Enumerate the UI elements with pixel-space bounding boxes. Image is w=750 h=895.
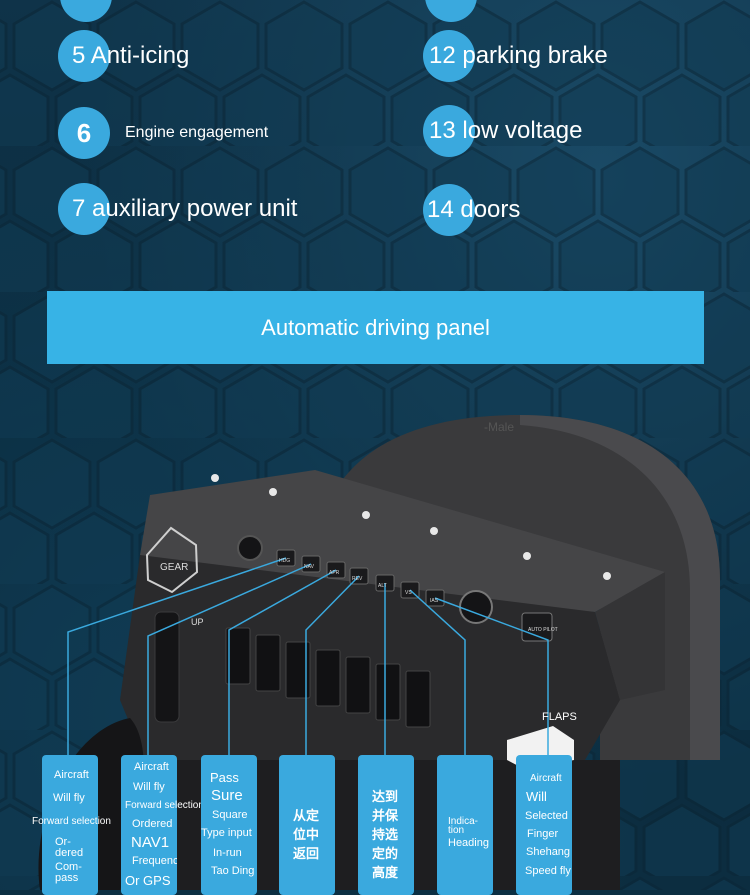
callout-text: 并保 — [372, 808, 399, 823]
callout-text: 从定 — [293, 808, 320, 823]
callout-alt: 达到 并保 持选 定的 高度 — [358, 755, 414, 895]
callout-text: Pass — [210, 770, 239, 785]
flaps-label: FLAPS — [542, 711, 577, 723]
feature-label: 7 auxiliary power unit — [72, 195, 298, 222]
callout-apr: Pass Sure Square Type input In-run Tao D… — [201, 755, 257, 895]
feature-number-circle: 6 — [58, 107, 110, 159]
callout-text: Indica- — [448, 816, 479, 827]
callout-text: Will fly — [53, 792, 85, 804]
feature-item-doors: 14 doors — [423, 184, 520, 236]
feature-number-circle — [60, 0, 112, 22]
feature-number-circle — [58, 183, 110, 235]
ias-button-label: IAS — [430, 598, 439, 604]
callout-text: Ordered — [132, 818, 173, 830]
callout-text: 定的 — [372, 846, 399, 861]
callout-nav: Aircraft Will fly Ordered NAV1 Frequency… — [121, 755, 177, 895]
callout-rev: 从定 位中 返回 — [279, 755, 335, 895]
brand-tag: -Male — [484, 420, 515, 434]
rev-button-label: REV — [352, 576, 363, 582]
feature-number-circle — [423, 30, 475, 82]
callout-text: 位中 — [293, 827, 320, 842]
apr-button-label: APR — [329, 570, 340, 576]
feature-label: 14 doors — [427, 196, 521, 223]
callout-text: Aircraft — [54, 769, 89, 781]
callout-text: Or- — [55, 836, 71, 848]
callout-text: 达到 — [372, 789, 399, 804]
callout-overflow-text: Forward selection — [125, 800, 204, 811]
nav-button-label: NAV — [304, 564, 315, 570]
section-banner: Automatic driving panel — [47, 291, 704, 364]
callout-text: Shehang — [526, 846, 571, 858]
feature-label: 13 low voltage — [429, 117, 583, 144]
feature-label: 12 parking brake — [429, 42, 608, 69]
autopilot-button-label: AUTO PILOT — [528, 627, 558, 633]
callout-text: tion — [448, 825, 465, 836]
callout-text: Com- — [55, 861, 82, 873]
callout-text: dered — [55, 847, 84, 859]
feature-item-apu: 7 auxiliary power unit — [58, 183, 297, 235]
callout-text: Aircraft — [134, 761, 169, 773]
feature-item-engine-engagement: 6 Engine engagement — [58, 107, 268, 159]
callout-ias: Aircraft Will Selected Finger Shehang Sp… — [516, 755, 572, 895]
callout-text: Sure — [211, 787, 243, 804]
callout-text: Frequency — [132, 855, 177, 867]
up-label: UP — [191, 617, 204, 627]
callout-text: Speed fly — [525, 865, 571, 877]
callout-text: Type input — [201, 827, 252, 839]
callout-text: Finger — [527, 828, 559, 840]
callout-text: Square — [212, 809, 248, 821]
callout-text: In-run — [213, 847, 242, 859]
gear-label: GEAR — [160, 562, 188, 573]
callout-text: pass — [55, 872, 79, 884]
callout-text: 持选 — [372, 827, 399, 842]
callout-vs: Indica- tion Heading — [437, 755, 493, 895]
hdg-button-label: HDG — [279, 558, 290, 564]
feature-number-circle — [425, 0, 477, 22]
feature-item-low-voltage: 13 low voltage — [423, 105, 582, 157]
callout-overflow-text: Forward selection — [32, 816, 111, 827]
feature-label: Engine engagement — [125, 124, 269, 141]
feature-label: 5 Anti-icing — [72, 42, 190, 69]
feature-number-circle — [423, 184, 475, 236]
callout-hdg: Aircraft Will fly Or- dered Com- pass — [42, 755, 98, 895]
callout-text: Tao Ding — [211, 865, 255, 877]
callout-text: 高度 — [372, 865, 399, 880]
callout-text: Aircraft — [530, 773, 562, 784]
callout-text: Selected — [525, 810, 568, 822]
alt-button-label: ALT — [378, 583, 387, 589]
feature-number-circle — [423, 105, 475, 157]
callout-text: Or GPS — [125, 873, 171, 888]
callout-text: Will — [526, 789, 547, 804]
callout-text: Heading — [448, 837, 489, 849]
banner-title: Automatic driving panel — [261, 314, 490, 340]
callout-text: 返回 — [293, 846, 320, 861]
callout-text: Will fly — [133, 781, 165, 793]
feature-number-circle — [58, 30, 110, 82]
feature-item-anti-icing: 5 Anti-icing — [58, 30, 189, 82]
callout-text: NAV1 — [131, 834, 170, 851]
vs-button-label: VS — [405, 590, 412, 596]
feature-item-parking-brake: 12 parking brake — [423, 30, 608, 82]
